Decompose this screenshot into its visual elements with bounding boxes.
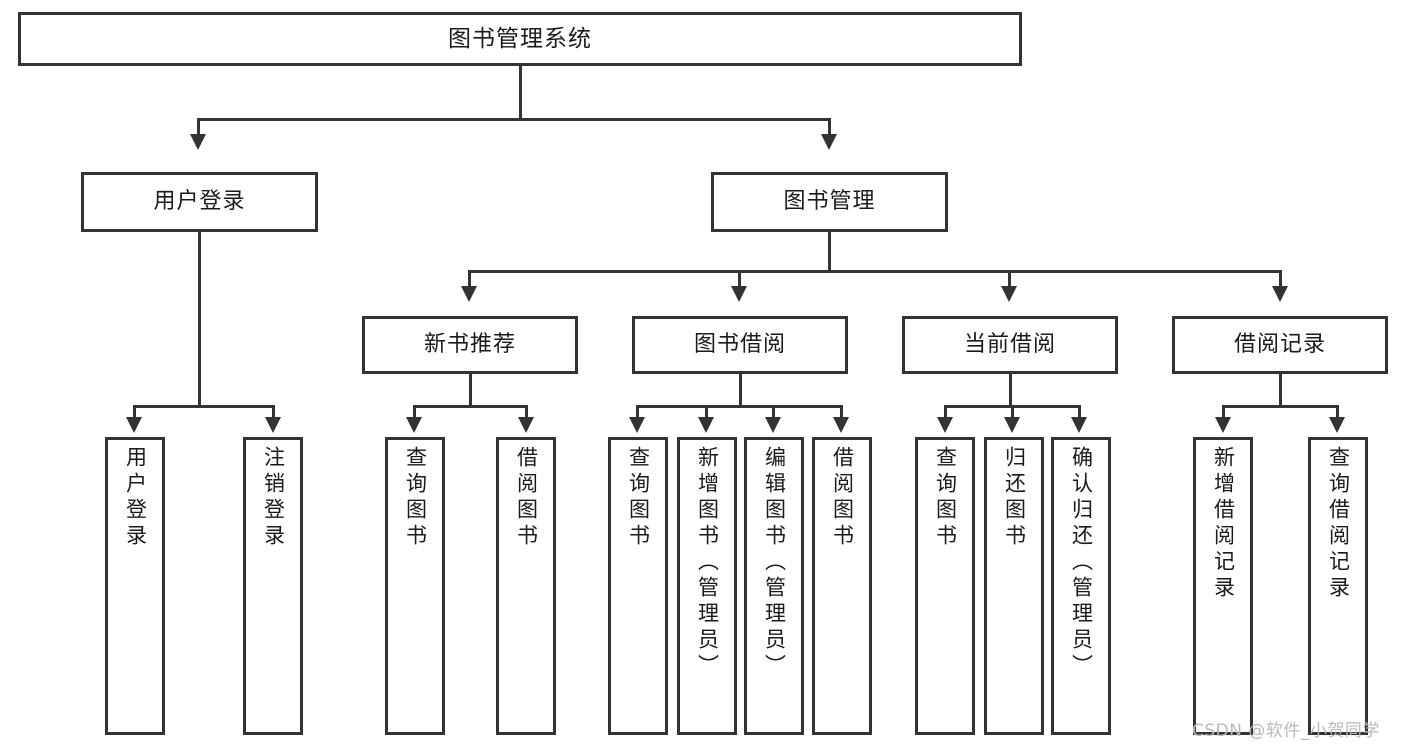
node-root-library-system[interactable]: 图书管理系统 (18, 12, 1022, 66)
arrow-to-book-management (821, 134, 837, 150)
connector-book-management-stem (828, 232, 831, 272)
arrow-to-leaf-user-login (126, 417, 142, 433)
node-label: 新增图书（管理员） (695, 446, 720, 680)
node-label: 借阅图书 (830, 446, 855, 550)
arrow-to-book-borrow (731, 286, 747, 302)
arrow-to-current-borrow (1001, 286, 1017, 302)
connector-root-drop-right (828, 118, 831, 136)
node-label: 查询图书 (626, 446, 651, 550)
connector-user-login-drop-1 (133, 405, 136, 419)
arrow-to-leaf-borrow-book-2 (833, 417, 849, 433)
leaf-query-book-recommend[interactable]: 查询图书 (385, 437, 445, 735)
leaf-logout[interactable]: 注销登录 (243, 437, 303, 735)
arrow-to-leaf-add-book (698, 417, 714, 433)
leaf-confirm-return-admin[interactable]: 确认归还（管理员） (1051, 437, 1111, 735)
connector-borrow-drop-2 (705, 405, 708, 419)
node-book-management[interactable]: 图书管理 (711, 172, 948, 232)
connector-record-drop-2 (1336, 405, 1339, 419)
arrow-to-leaf-confirm-return (1071, 417, 1087, 433)
connector-recommend-bus (413, 405, 528, 408)
connector-borrow-drop-1 (636, 405, 639, 419)
node-label: 当前借阅 (963, 332, 1056, 358)
leaf-query-book-borrow[interactable]: 查询图书 (608, 437, 668, 735)
arrow-to-borrow-record (1272, 286, 1288, 302)
arrow-to-leaf-query-book-2 (629, 417, 645, 433)
node-label: 新增借阅记录 (1211, 446, 1236, 602)
connector-root-stem (519, 66, 522, 118)
connector-recommend-drop-2 (525, 405, 528, 419)
node-user-login[interactable]: 用户登录 (81, 172, 318, 232)
leaf-edit-book-admin[interactable]: 编辑图书（管理员） (744, 437, 804, 735)
node-label: 借阅记录 (1233, 332, 1326, 358)
node-label: 注销登录 (261, 446, 286, 550)
leaf-borrow-book[interactable]: 借阅图书 (812, 437, 872, 735)
connector-borrow-bus (636, 405, 843, 408)
connector-borrow-stem (739, 374, 742, 407)
connector-recommend-drop-1 (413, 405, 416, 419)
connector-level3-drop-1 (468, 270, 471, 288)
arrow-to-new-book-recommend (461, 286, 477, 302)
arrow-to-leaf-query-record (1329, 417, 1345, 433)
connector-borrow-drop-4 (840, 405, 843, 419)
arrow-to-leaf-return-book (1004, 417, 1020, 433)
node-label: 查询图书 (933, 446, 958, 550)
connector-level3-drop-2 (738, 270, 741, 288)
connector-current-drop-2 (1011, 405, 1014, 419)
arrow-to-leaf-logout (265, 417, 281, 433)
leaf-query-book-current[interactable]: 查询图书 (915, 437, 975, 735)
node-book-borrow[interactable]: 图书借阅 (632, 316, 848, 374)
leaf-user-login[interactable]: 用户登录 (105, 437, 165, 735)
arrow-to-leaf-add-record (1215, 417, 1231, 433)
connector-level3-bus (468, 270, 1282, 273)
leaf-borrow-book-recommend[interactable]: 借阅图书 (496, 437, 556, 735)
leaf-add-borrow-record[interactable]: 新增借阅记录 (1193, 437, 1253, 735)
connector-level3-drop-4 (1279, 270, 1282, 288)
node-label: 图书借阅 (693, 332, 786, 358)
node-label: 查询图书 (403, 446, 428, 550)
arrow-to-leaf-borrow-book-1 (518, 417, 534, 433)
node-label: 图书管理 (783, 189, 876, 215)
node-label: 用户登录 (153, 189, 246, 215)
node-label: 借阅图书 (514, 446, 539, 550)
connector-record-stem (1279, 374, 1282, 407)
leaf-add-book-admin[interactable]: 新增图书（管理员） (677, 437, 737, 735)
connector-current-drop-1 (944, 405, 947, 419)
node-label: 图书管理系统 (448, 25, 592, 52)
connector-user-login-bus (133, 405, 275, 408)
node-label: 查询借阅记录 (1326, 446, 1351, 602)
node-label: 新书推荐 (423, 332, 516, 358)
leaf-query-borrow-record[interactable]: 查询借阅记录 (1308, 437, 1368, 735)
arrow-to-leaf-query-book-1 (406, 417, 422, 433)
connector-root-drop-left (197, 118, 200, 136)
node-borrow-record[interactable]: 借阅记录 (1172, 316, 1388, 374)
connector-root-bus (197, 118, 831, 121)
connector-current-stem (1009, 374, 1012, 407)
connector-record-drop-1 (1222, 405, 1225, 419)
leaf-return-book[interactable]: 归还图书 (984, 437, 1044, 735)
connector-borrow-drop-3 (772, 405, 775, 419)
node-label: 编辑图书（管理员） (762, 446, 787, 680)
connector-level3-drop-3 (1008, 270, 1011, 288)
connector-user-login-drop-2 (272, 405, 275, 419)
arrow-to-user-login (190, 134, 206, 150)
node-label: 归还图书 (1002, 446, 1027, 550)
node-new-book-recommend[interactable]: 新书推荐 (362, 316, 578, 374)
connector-recommend-stem (469, 374, 472, 407)
node-label: 用户登录 (123, 446, 148, 550)
arrow-to-leaf-edit-book (765, 417, 781, 433)
csdn-watermark: CSDN @软件_小贺同学 (1192, 721, 1380, 741)
connector-record-bus (1222, 405, 1339, 408)
arrow-to-leaf-query-book-3 (937, 417, 953, 433)
node-label: 确认归还（管理员） (1069, 446, 1094, 680)
node-current-borrow[interactable]: 当前借阅 (902, 316, 1118, 374)
connector-user-login-stem (198, 232, 201, 407)
connector-current-drop-3 (1078, 405, 1081, 419)
